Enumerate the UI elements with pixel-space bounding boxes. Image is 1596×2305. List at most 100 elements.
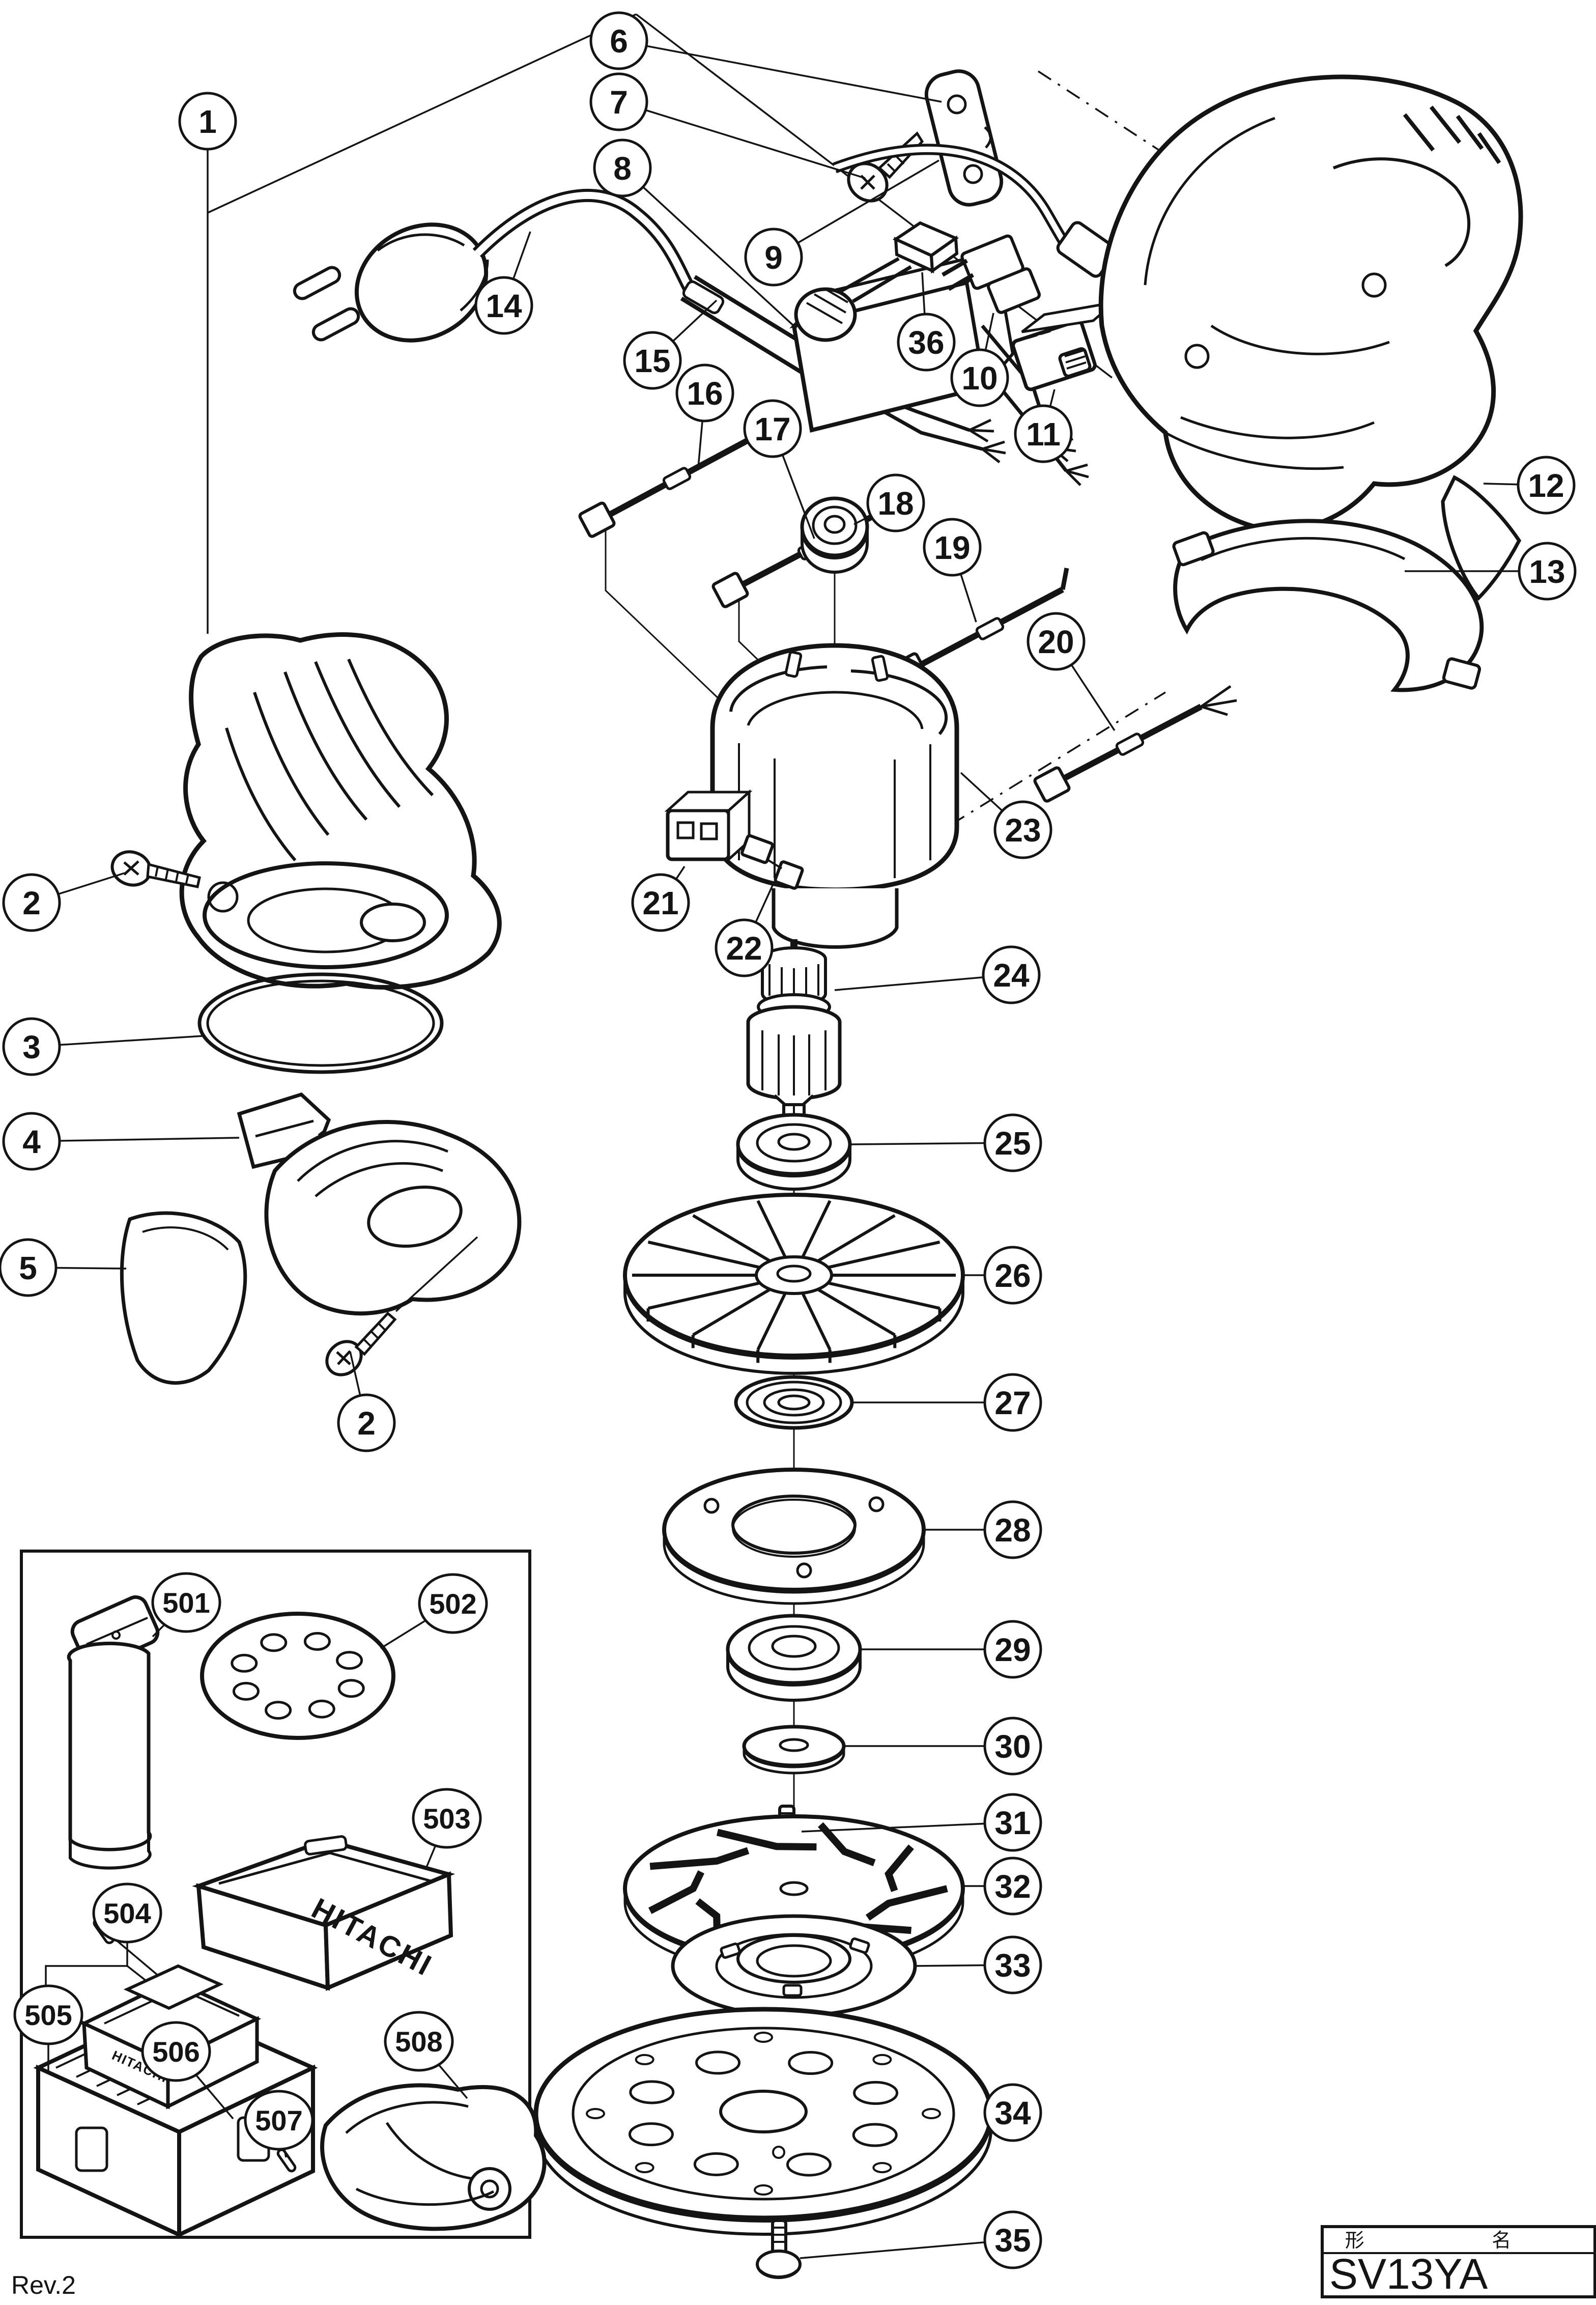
callout-8: 8 xyxy=(593,138,797,329)
ball-bearing-25 xyxy=(736,1113,852,1191)
callout-20: 20 xyxy=(1027,612,1116,731)
callout-balloon-19 xyxy=(923,518,982,577)
disc-hole xyxy=(265,1701,292,1720)
callout-balloon-8 xyxy=(593,138,652,198)
cord-clip-plate xyxy=(924,69,1004,207)
callout-number-35: 35 xyxy=(994,2222,1031,2259)
callout-505: 505 xyxy=(13,1984,83,2071)
pad-holder-ring xyxy=(671,1914,917,2018)
callout-number-24: 24 xyxy=(993,957,1030,994)
fan-blade xyxy=(828,1240,940,1269)
callout-28: 28 xyxy=(922,1500,1042,1559)
callout-27: 27 xyxy=(853,1373,1042,1432)
wedge-plate xyxy=(1441,475,1522,601)
callout-number-7: 7 xyxy=(610,84,628,121)
callout-15: 15 xyxy=(623,299,718,390)
lower-housing xyxy=(179,632,502,990)
callout-number-14: 14 xyxy=(486,288,522,324)
pad-hole-large xyxy=(629,2080,675,2104)
callout-balloon-27 xyxy=(983,1373,1042,1432)
callout-leader-9 xyxy=(773,159,939,258)
disc-hole xyxy=(336,1651,363,1670)
ball-bearing-29 xyxy=(726,1614,862,1702)
callout-balloon-7 xyxy=(589,72,648,131)
callout-30: 30 xyxy=(844,1717,1042,1776)
balancer-slot xyxy=(649,1847,750,1870)
callout-18: 18 xyxy=(853,473,925,532)
callout-35: 35 xyxy=(800,2210,1042,2269)
washer-30 xyxy=(742,1725,846,1775)
callout-number-508: 508 xyxy=(395,2026,442,2058)
fan xyxy=(623,1193,965,1375)
callout-number-16: 16 xyxy=(687,375,723,412)
pad-hole-small xyxy=(754,2184,773,2196)
callout-number-4: 4 xyxy=(22,1123,41,1160)
brush-wire-20 xyxy=(1033,685,1237,803)
callout-number-27: 27 xyxy=(994,1385,1031,1421)
dust-filter-cylinder xyxy=(67,1595,160,1870)
callout-12: 12 xyxy=(1483,456,1576,515)
balancer-slot xyxy=(648,1870,705,1914)
callout-number-19: 19 xyxy=(934,529,970,566)
callout-number-28: 28 xyxy=(994,1512,1031,1549)
revision-label: Rev.2 xyxy=(11,2271,76,2299)
disc-hole xyxy=(337,1679,365,1698)
callout-2: 2 xyxy=(2,872,125,932)
fan-blades xyxy=(632,1200,956,1363)
brush-wire-16 xyxy=(578,417,757,538)
callout-number-26: 26 xyxy=(994,1257,1031,1294)
callout-number-8: 8 xyxy=(613,150,632,187)
callout-number-2: 2 xyxy=(357,1405,376,1442)
o-ring xyxy=(197,972,444,1074)
pad-hole-small xyxy=(872,2054,892,2065)
callout-number-6: 6 xyxy=(610,23,628,60)
disc-holes xyxy=(231,1632,365,1720)
callout-17: 17 xyxy=(743,399,815,539)
callout-31: 31 xyxy=(801,1793,1042,1852)
callout-balloon-22 xyxy=(715,918,774,977)
pad-hole-small xyxy=(872,2162,892,2174)
callout-balloon-506 xyxy=(141,2021,211,2082)
callout-number-503: 503 xyxy=(423,1803,470,1835)
tapping-screw-2a xyxy=(110,850,201,888)
sanding-paper-disc xyxy=(200,1612,395,1740)
callout-balloon-18 xyxy=(866,473,925,532)
callout-number-12: 12 xyxy=(1528,467,1564,504)
callout-balloon-24 xyxy=(982,945,1041,1004)
stator xyxy=(710,643,959,949)
ball-bearing-18 xyxy=(800,496,869,574)
callout-1: 1 xyxy=(178,92,237,634)
callout-leader-8 xyxy=(621,167,797,329)
pad-hole-small xyxy=(586,2108,605,2119)
callout-number-13: 13 xyxy=(1529,553,1565,590)
balancer-slot xyxy=(818,1822,876,1866)
callout-balloon-5 xyxy=(0,1238,58,1297)
bearing-cover-plate xyxy=(662,1468,926,1605)
callout-number-22: 22 xyxy=(726,930,762,967)
callout-leader-35 xyxy=(800,2239,1013,2259)
callout-number-501: 501 xyxy=(162,1587,210,1619)
fan-blade xyxy=(816,1287,896,1336)
callout-balloon-20 xyxy=(1027,612,1086,671)
callout-number-33: 33 xyxy=(994,1947,1031,1984)
title-block-model: SV13YA xyxy=(1329,2250,1488,2298)
callout-balloon-28 xyxy=(983,1500,1042,1559)
callout-number-25: 25 xyxy=(994,1125,1031,1162)
callout-34: 34 xyxy=(983,2083,1042,2142)
callout-number-17: 17 xyxy=(754,411,790,447)
callout-21: 21 xyxy=(631,866,690,932)
charger: HITACHI xyxy=(79,1964,262,2110)
callout-2: 2 xyxy=(337,1351,396,1452)
callout-number-21: 21 xyxy=(642,885,678,921)
callout-number-11: 11 xyxy=(1026,416,1061,453)
callout-balloon-17 xyxy=(743,399,802,458)
callout-number-506: 506 xyxy=(152,2036,200,2068)
pad-hole-small xyxy=(754,2032,773,2043)
callout-506: 506 xyxy=(141,2021,234,2120)
fan-blade xyxy=(801,1291,832,1351)
callout-balloon-26 xyxy=(983,1246,1042,1305)
callout-number-32: 32 xyxy=(994,1868,1031,1905)
callout-13: 13 xyxy=(1405,542,1577,601)
